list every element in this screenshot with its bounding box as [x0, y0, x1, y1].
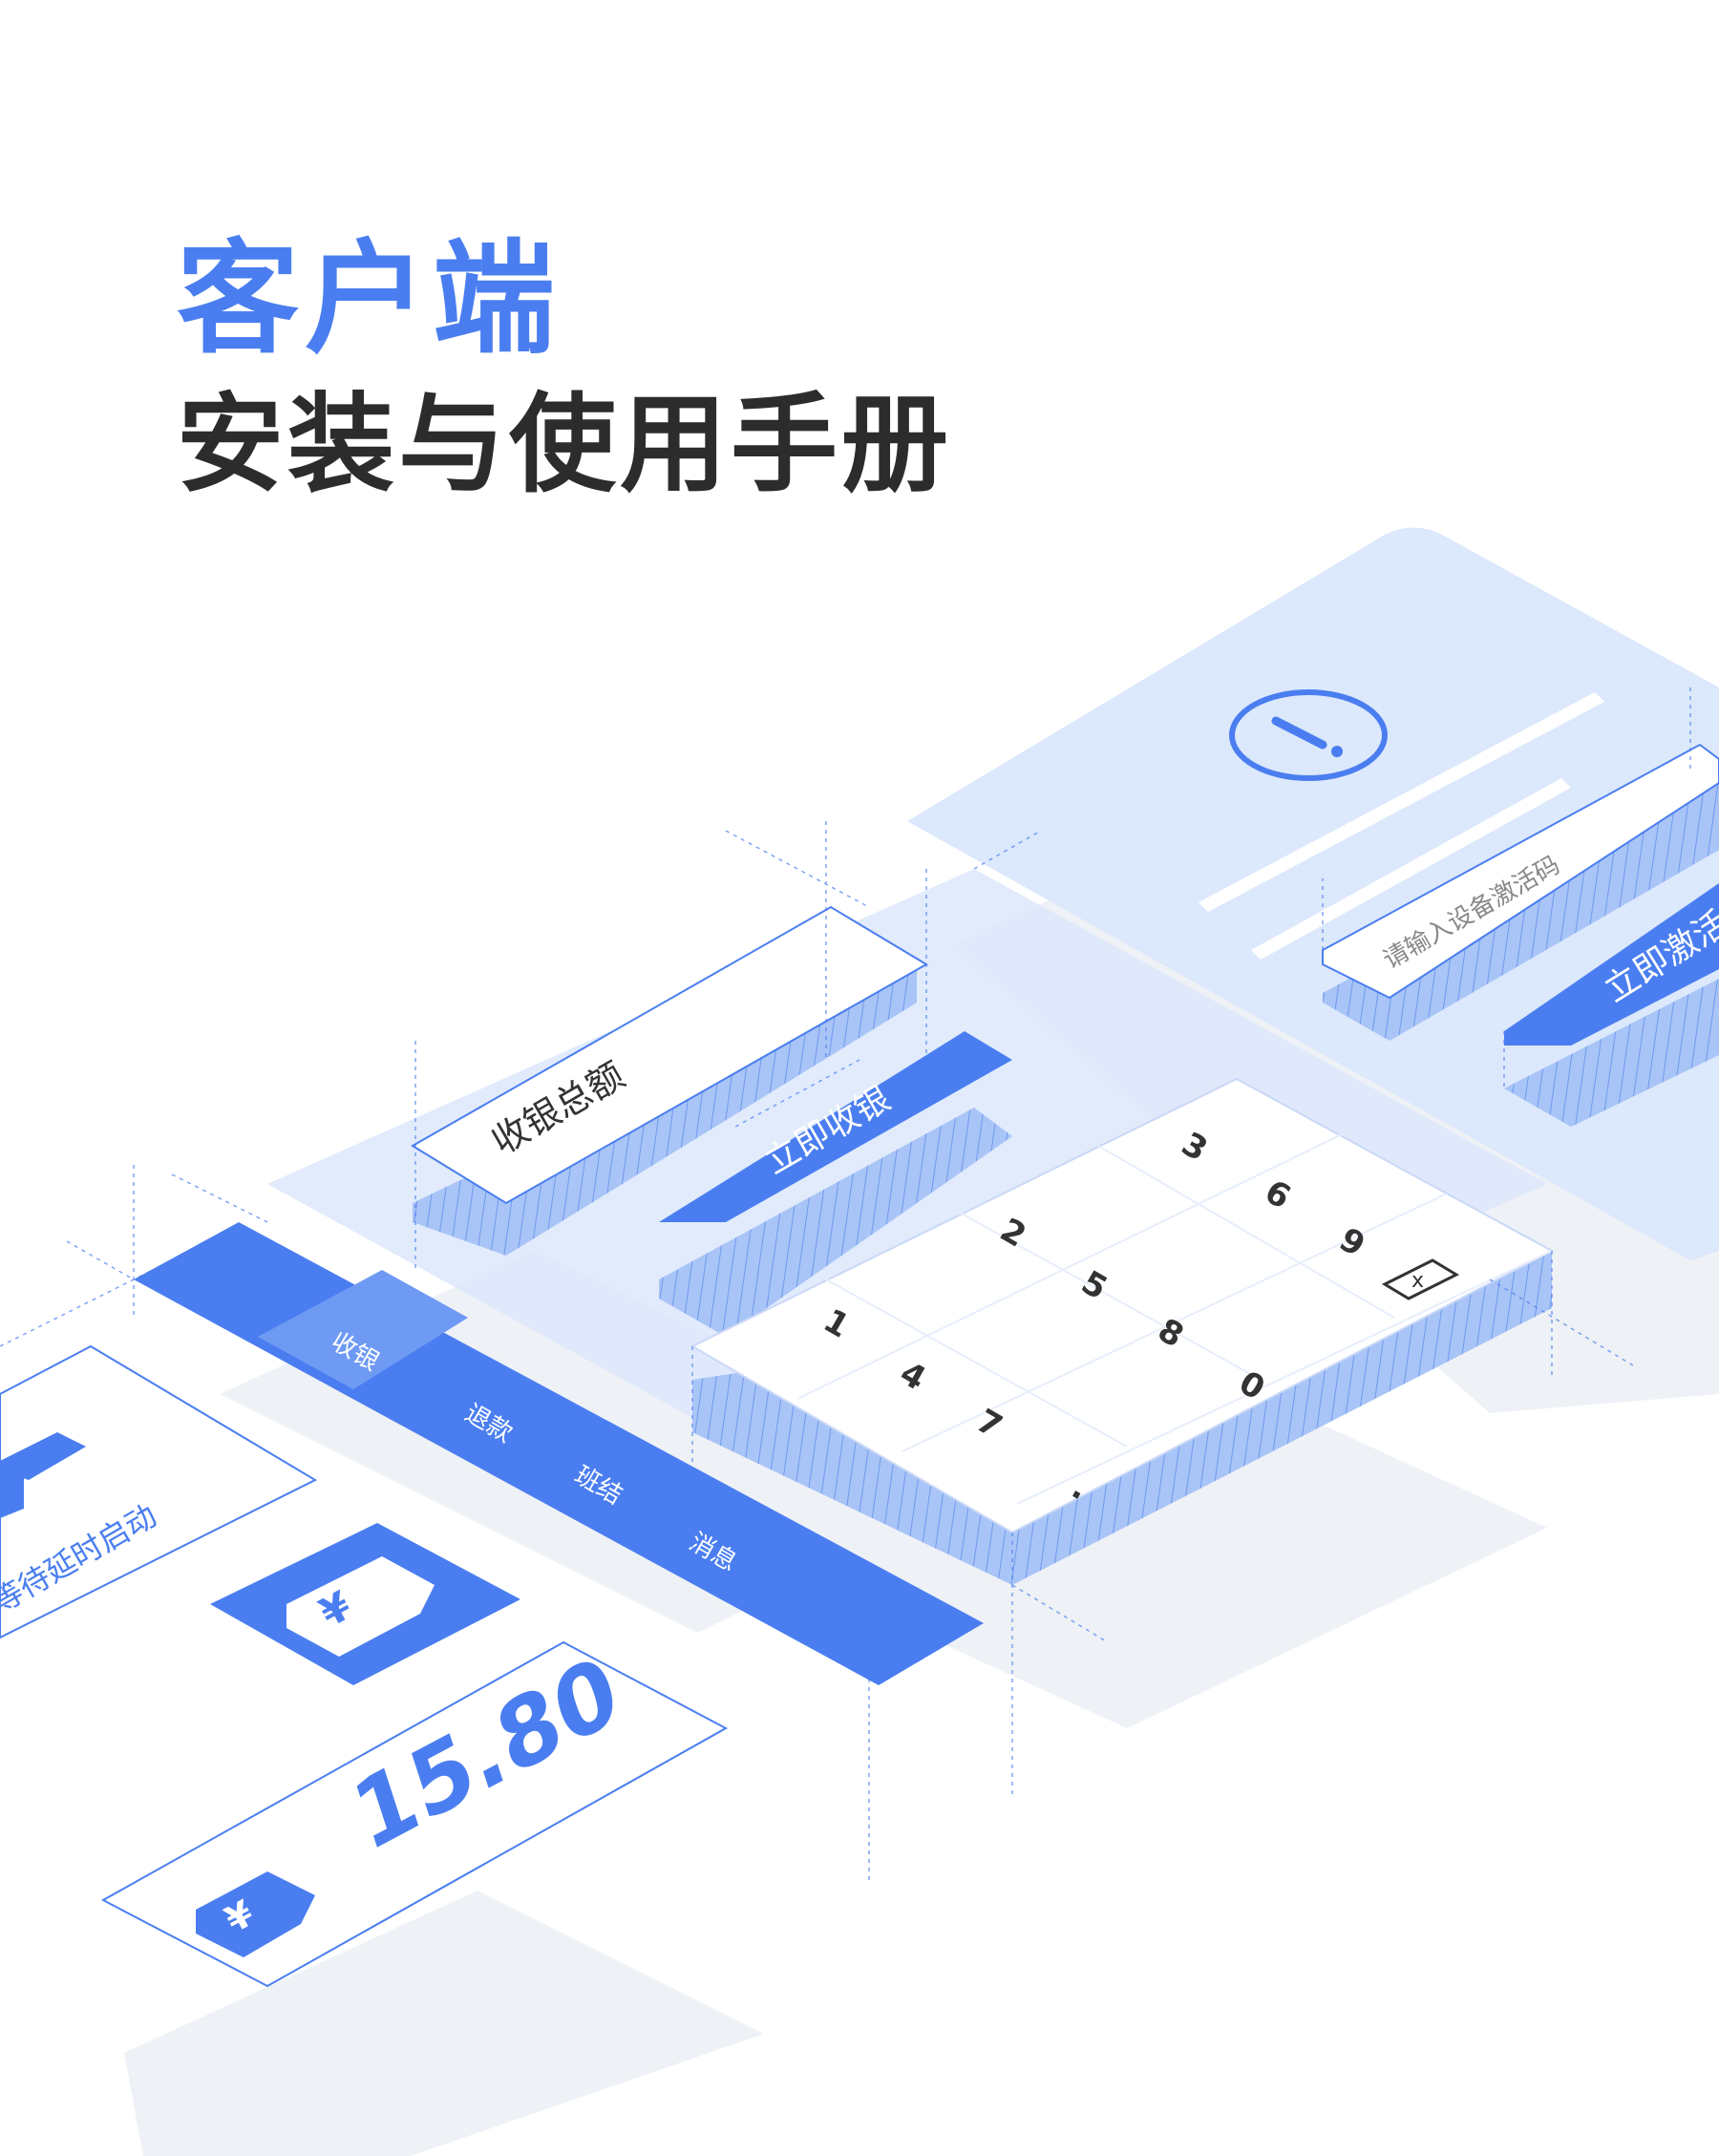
- placeholder-line-2: [1251, 778, 1571, 960]
- yuan-tag-tile: ¥: [210, 1523, 520, 1685]
- alert-circle-icon: [1229, 689, 1388, 781]
- yuan-tag-icon: ¥: [286, 1556, 435, 1657]
- calendar-icon: [0, 1432, 86, 1518]
- side-menu-active-highlight: [258, 1270, 468, 1389]
- yuan-tag-icon: ¥: [196, 1871, 315, 1957]
- cashier-button-depth: [659, 1108, 1012, 1337]
- keypad-delete-label: x: [1411, 1269, 1424, 1293]
- status-card: 等待延时启动: [0, 1344, 318, 1639]
- activation-code-input[interactable]: [1322, 743, 1719, 1000]
- backspace-icon[interactable]: x: [1381, 1258, 1460, 1300]
- activation-panel: 请输入设备激活码 立即激活: [907, 527, 1719, 1260]
- keypad-grid: [796, 1133, 1553, 1505]
- activate-now-button[interactable]: [1504, 883, 1719, 1046]
- activation-panel-surface: [907, 527, 1719, 1260]
- activation-button-depth: [1504, 979, 1719, 1127]
- placeholder-line-1: [1199, 692, 1604, 912]
- page-subtitle: 安装与使用手册: [177, 383, 952, 507]
- page-title: 客户端: [177, 228, 562, 370]
- status-card-surface: [0, 1344, 318, 1639]
- guide-lines: [0, 687, 1691, 1881]
- cashier-now-button[interactable]: [659, 1031, 1012, 1222]
